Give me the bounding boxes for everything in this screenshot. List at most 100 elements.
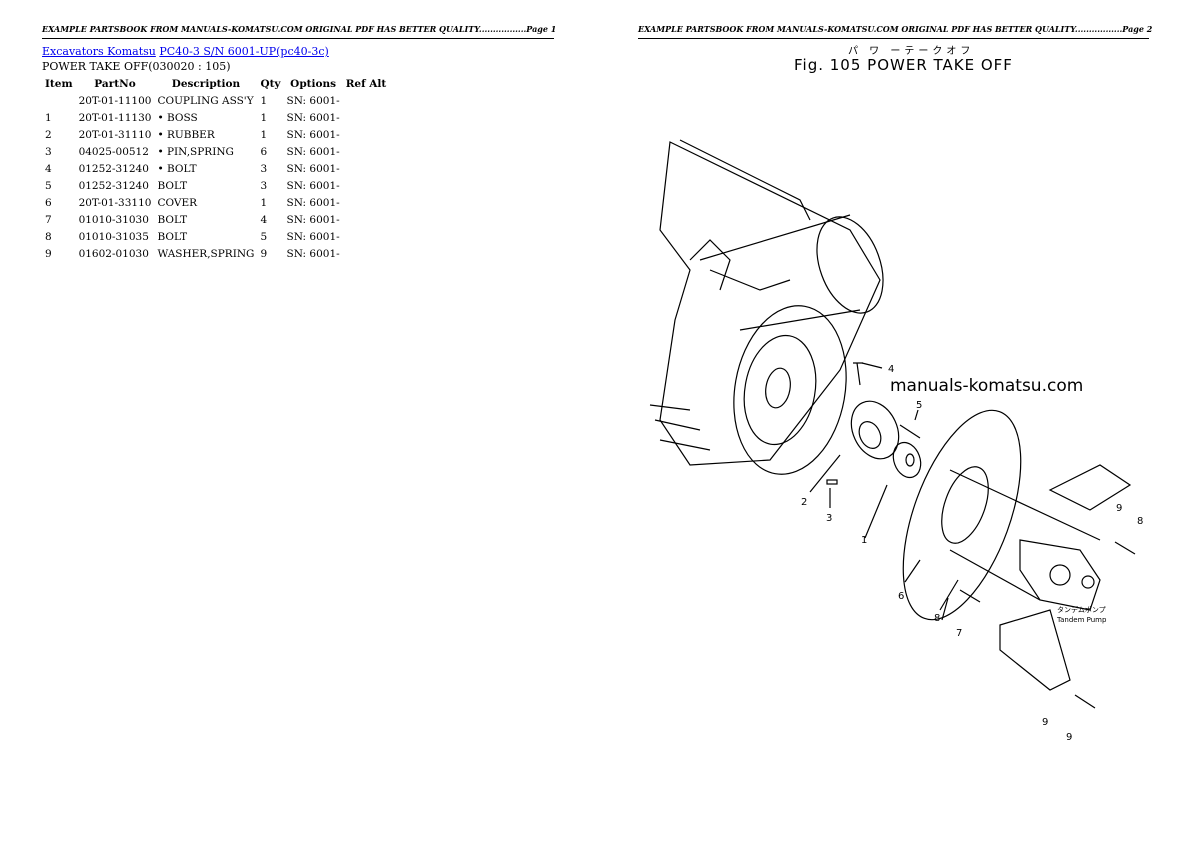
- cell-options: SN: 6001-: [286, 111, 340, 124]
- cell-options: SN: 6001-: [286, 128, 340, 141]
- cell-item: 4: [45, 162, 52, 175]
- cell-refalt: [343, 228, 390, 245]
- callout-3: 3: [826, 513, 832, 524]
- figure-title: Fig. 105 POWER TAKE OFF: [794, 56, 1013, 74]
- cell-qty: 9: [260, 247, 268, 260]
- callout-2: 2: [801, 497, 807, 508]
- cell-description: COUPLING ASS'Y: [157, 94, 254, 107]
- cell-qty: 1: [260, 111, 268, 124]
- table-row: 6 20T-01-33110 COVER 1 SN: 6001-: [42, 194, 389, 211]
- cell-refalt: [343, 143, 390, 160]
- cell-partno: 04025-00512: [78, 145, 149, 158]
- table-row: 8 01010-31035 BOLT 5 SN: 6001-: [42, 228, 389, 245]
- col-item: Item: [45, 78, 73, 90]
- cell-description: BOLT: [157, 230, 188, 243]
- cell-options: SN: 6001-: [286, 230, 340, 243]
- cell-options: SN: 6001-: [286, 247, 340, 260]
- cell-partno: 20T-01-11100: [78, 94, 152, 107]
- cell-partno: 20T-01-11130: [78, 111, 152, 124]
- cell-refalt: [343, 160, 390, 177]
- bolt-item-4: [853, 362, 863, 386]
- table-row: 7 01010-31030 BOLT 4 SN: 6001-: [42, 211, 389, 228]
- callout-8-upper: 8: [1137, 516, 1143, 527]
- callout-1: 1: [861, 535, 867, 546]
- cell-qty: 1: [260, 196, 268, 209]
- cell-refalt: [343, 194, 390, 211]
- cell-description: • BOSS: [157, 111, 198, 124]
- bracket-lower: [999, 609, 1071, 691]
- cell-options: SN: 6001-: [286, 196, 340, 209]
- col-qty: Qty: [260, 78, 281, 90]
- bolt-item-8-upper: [1114, 541, 1136, 555]
- table-header-row: Item PartNo Description Qty Options Ref …: [42, 76, 389, 92]
- cell-description: WASHER,SPRING: [157, 247, 255, 260]
- cover-plate: [902, 409, 1022, 621]
- bolt-item-8-lower: [1074, 694, 1096, 709]
- parts-table: Item PartNo Description Qty Options Ref …: [42, 76, 389, 262]
- cell-refalt: [343, 177, 390, 194]
- cell-item: 8: [45, 230, 52, 243]
- cell-partno: 20T-01-31110: [78, 128, 152, 141]
- cell-refalt: [343, 245, 390, 262]
- breadcrumb-link-category[interactable]: Excavators Komatsu: [42, 45, 156, 58]
- bolt-item-7: [959, 589, 981, 603]
- cell-qty: 3: [260, 179, 268, 192]
- callout-7: 7: [956, 628, 962, 639]
- cell-options: SN: 6001-: [286, 179, 340, 192]
- cell-qty: 3: [260, 162, 268, 175]
- cell-item: 7: [45, 213, 52, 226]
- cell-description: • BOLT: [157, 162, 197, 175]
- engine-cylinder: [816, 216, 884, 314]
- col-description: Description: [171, 78, 241, 90]
- flywheel-housing: [733, 305, 847, 475]
- callout-6: 6: [898, 591, 904, 602]
- cell-refalt: [343, 109, 390, 126]
- table-row: 9 01602-01030 WASHER,SPRING 9 SN: 6001-: [42, 245, 389, 262]
- cell-item: 6: [45, 196, 52, 209]
- cell-item: 9: [45, 247, 52, 260]
- cell-refalt: [343, 92, 390, 109]
- cell-qty: 6: [260, 145, 268, 158]
- cell-partno: 01010-31030: [78, 213, 149, 226]
- cell-partno: 01602-01030: [78, 247, 149, 260]
- cell-partno: 01252-31240: [78, 179, 149, 192]
- cell-refalt: [343, 126, 390, 143]
- cell-options: SN: 6001-: [286, 213, 340, 226]
- spring-pin: [826, 479, 838, 485]
- table-row: 5 01252-31240 BOLT 3 SN: 6001-: [42, 177, 389, 194]
- watermark: manuals-komatsu.com: [890, 376, 1084, 396]
- callout-9-upper: 9: [1116, 503, 1122, 514]
- cell-qty: 1: [260, 94, 268, 107]
- callout-8-lower: 9: [1066, 732, 1072, 743]
- pump-label-jp: タンデムポンプ: [1057, 605, 1106, 614]
- cell-refalt: [343, 211, 390, 228]
- breadcrumb-link-model[interactable]: PC40-3 S/N 6001-UP(pc40-3c): [159, 45, 329, 58]
- cell-item: 3: [45, 145, 52, 158]
- bracket-upper: [1048, 464, 1132, 511]
- cell-options: SN: 6001-: [286, 162, 340, 175]
- cell-description: COVER: [157, 196, 198, 209]
- cell-partno: 20T-01-33110: [78, 196, 152, 209]
- callout-9-lower: 9: [1042, 717, 1048, 728]
- callout-9-mid: 8: [934, 613, 940, 624]
- cell-description: • PIN,SPRING: [157, 145, 234, 158]
- cell-description: BOLT: [157, 213, 188, 226]
- cell-item: 2: [45, 128, 52, 141]
- col-options: Options: [290, 78, 337, 90]
- cell-description: • RUBBER: [157, 128, 215, 141]
- cell-item: 5: [45, 179, 52, 192]
- col-refalt: Ref Alt: [345, 78, 387, 90]
- cell-qty: 4: [260, 213, 268, 226]
- pump-label: Tandem Pump: [1056, 616, 1107, 624]
- cell-options: SN: 6001-: [286, 94, 340, 107]
- cell-partno: 01252-31240: [78, 162, 149, 175]
- cell-qty: 5: [260, 230, 268, 243]
- cell-description: BOLT: [157, 179, 188, 192]
- cell-partno: 01010-31035: [78, 230, 149, 243]
- table-row: 4 01252-31240 • BOLT 3 SN: 6001-: [42, 160, 389, 177]
- engine-block-outline: [659, 141, 881, 466]
- tandem-pump: [1019, 539, 1101, 611]
